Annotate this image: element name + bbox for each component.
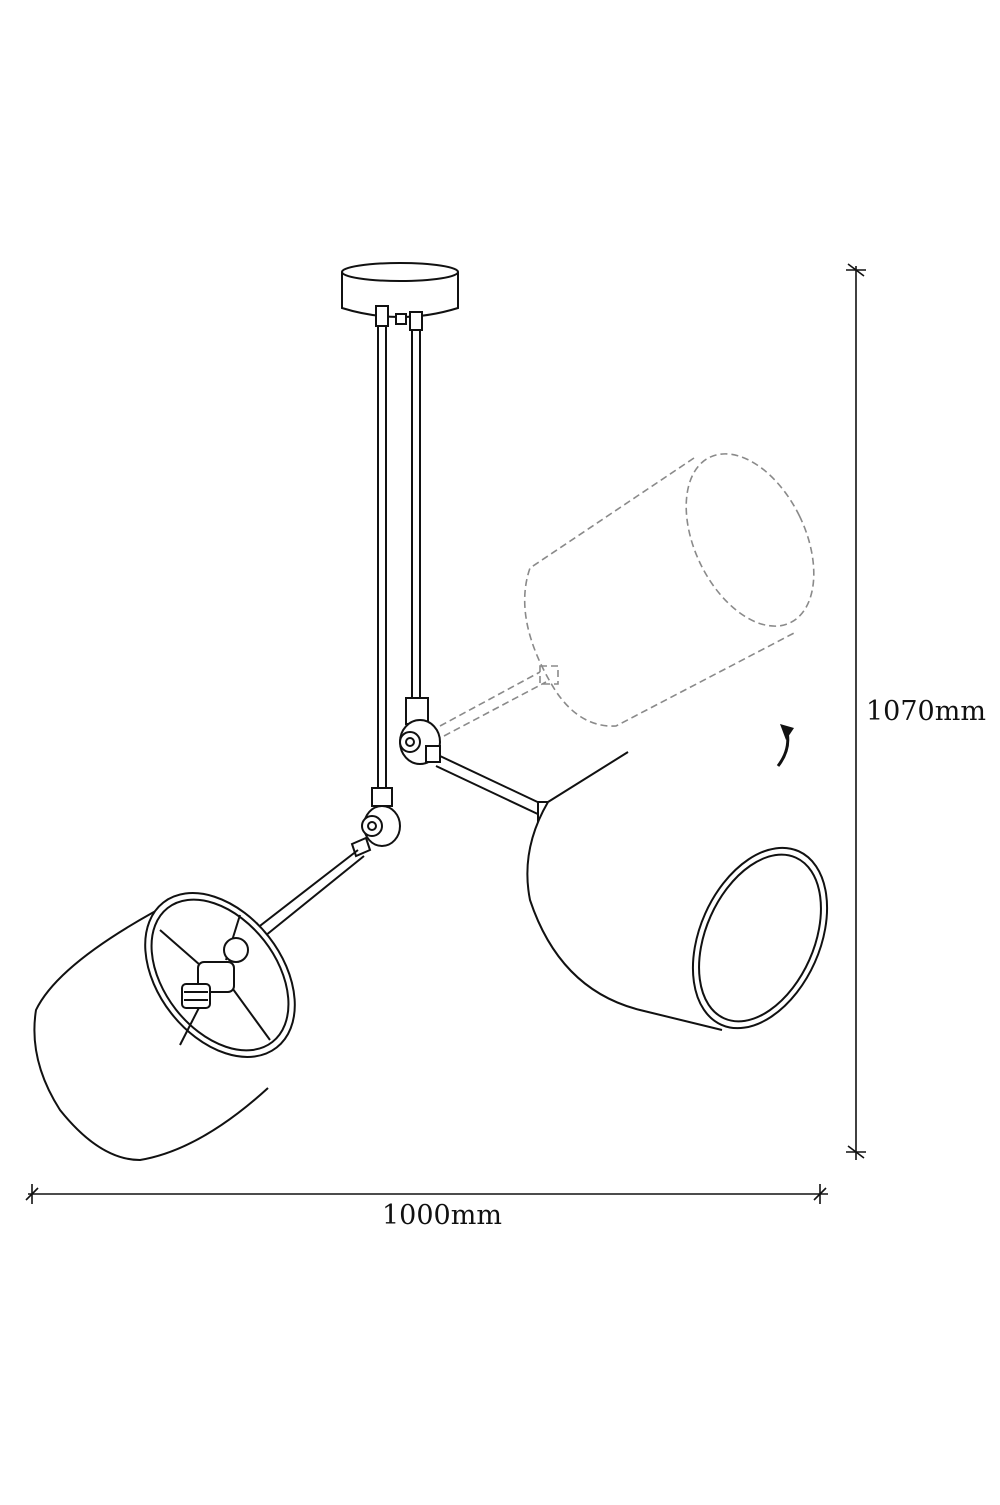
right-arm [435,755,559,823]
left-arm [239,787,401,950]
height-dimension-label: 1070mm [866,696,986,727]
ceiling-canopy-icon [341,262,459,318]
support-rods [375,305,423,788]
right-joint [399,697,441,765]
width-dimension-line [25,1184,828,1204]
height-dimension-line [846,263,866,1160]
rotate-arrow-icon [776,724,794,767]
width-dimension-label: 1000mm [382,1200,502,1231]
left-bulb-socket [181,937,249,1009]
ghost-rotated-lamp [439,453,815,737]
right-lamp-shade [526,751,829,1031]
